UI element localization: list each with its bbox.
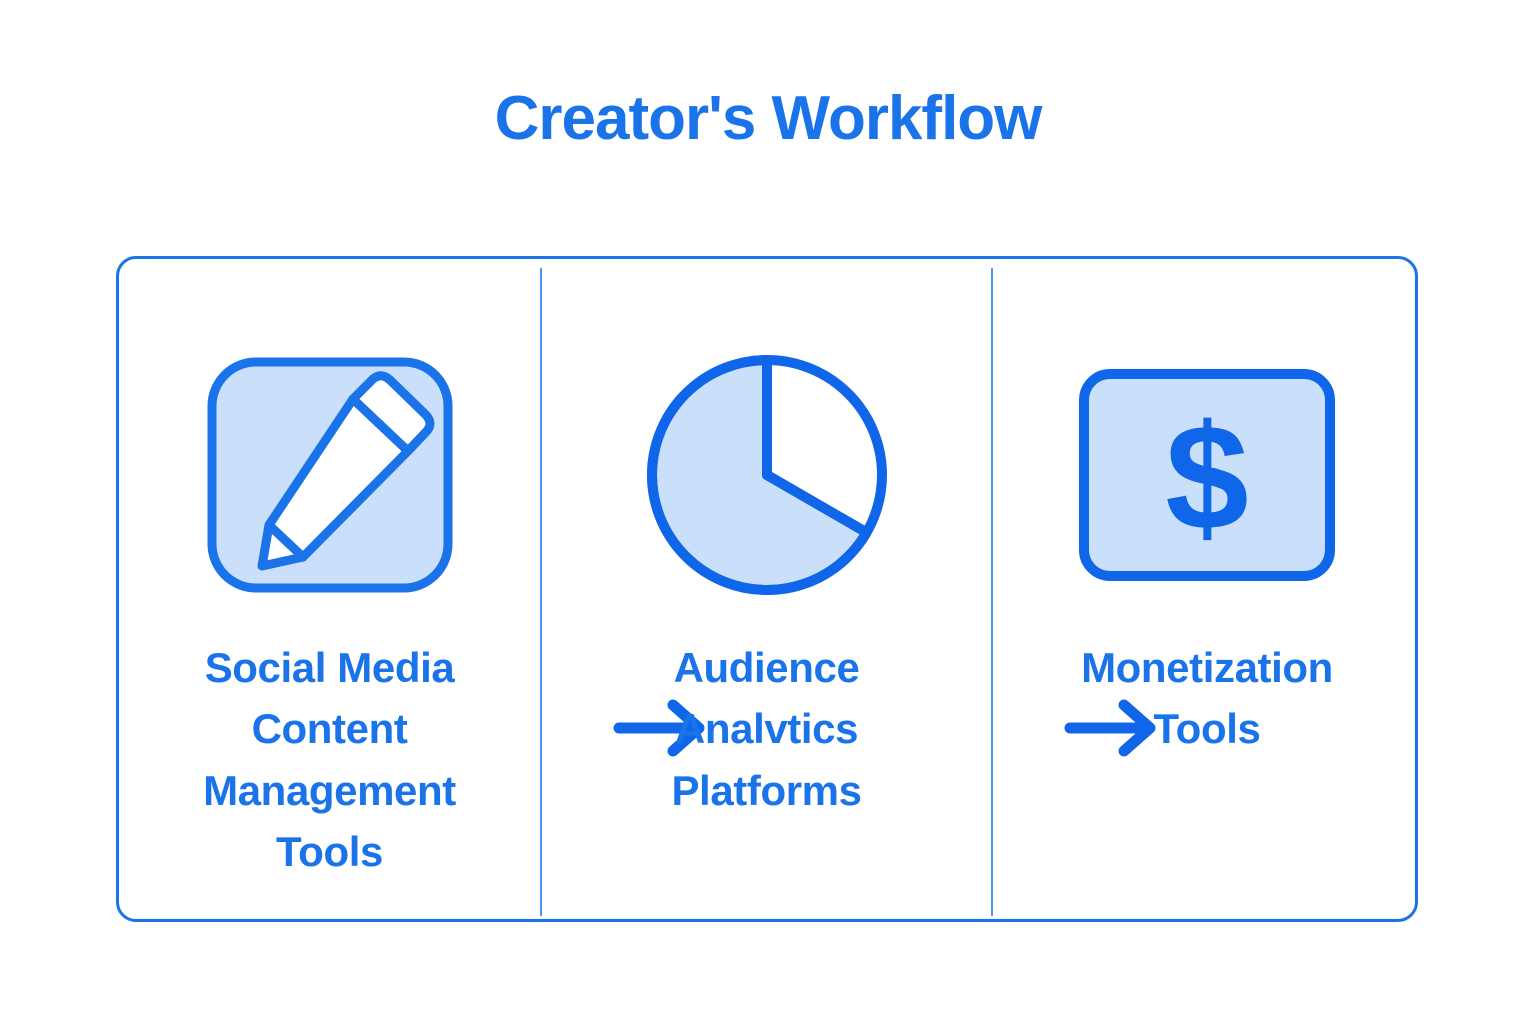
workflow-panel: Social Media Content Management Tools Au… (116, 256, 1418, 922)
page-title: Creator's Workflow (494, 84, 1043, 153)
svg-text:$: $ (1165, 393, 1248, 561)
arrow-right-icon (1063, 693, 1163, 763)
workflow-step-audience-analytics[interactable]: Audience Analvtics Platforms (542, 259, 991, 925)
pencil-icon (207, 357, 452, 593)
icon-area (119, 345, 540, 605)
column-divider (540, 268, 542, 916)
arrow-right-icon (612, 693, 712, 763)
column-divider (991, 268, 993, 916)
step-label: Monetization Tools (1081, 644, 1333, 753)
pie-chart-icon (646, 355, 887, 595)
workflow-step-monetization[interactable]: $ Monetization Tools (993, 259, 1421, 925)
step-label: Audience Analvtics Platforms (671, 644, 862, 814)
dollar-sign-icon: $ (1079, 369, 1335, 581)
icon-area: $ (993, 345, 1421, 605)
icon-area (542, 345, 991, 605)
step-label: Social Media Content Management Tools (203, 644, 456, 875)
workflow-step-social-media[interactable]: Social Media Content Management Tools (119, 259, 540, 925)
